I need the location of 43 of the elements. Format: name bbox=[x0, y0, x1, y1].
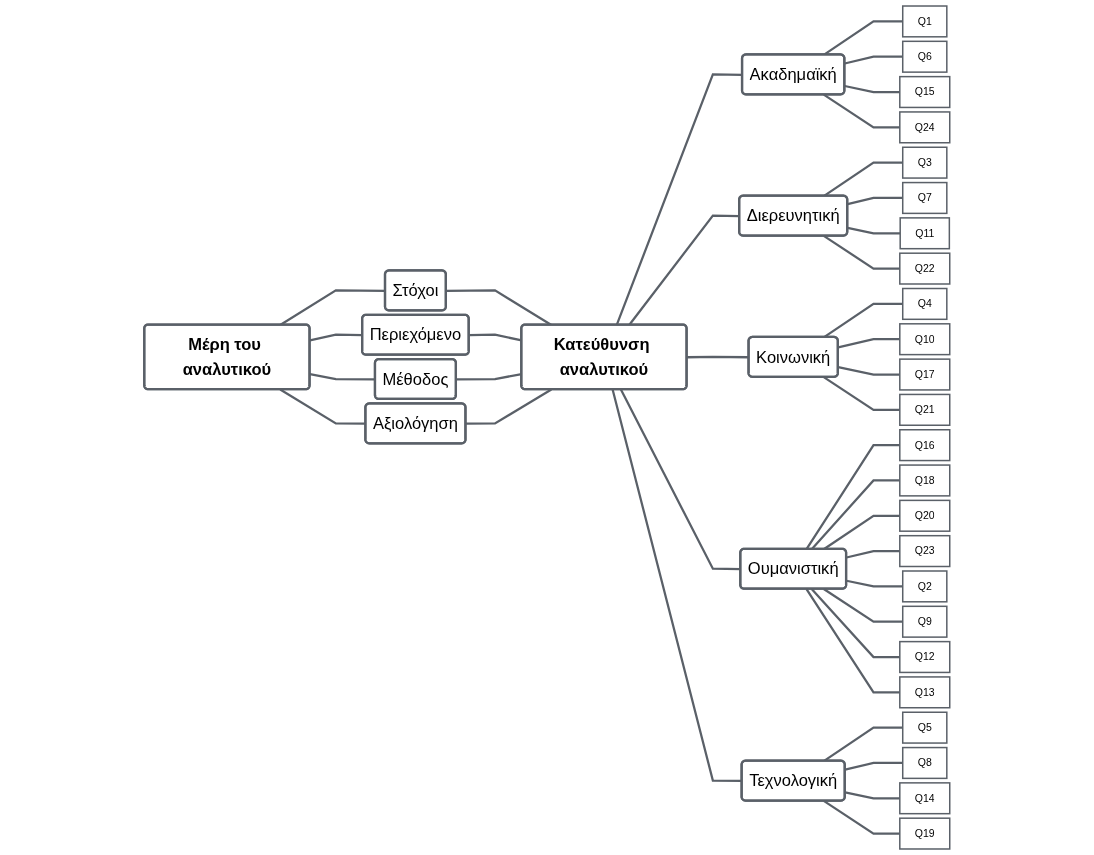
node-box: Q21 bbox=[899, 393, 951, 426]
node-box: Q4 bbox=[902, 287, 948, 321]
connector bbox=[469, 333, 522, 342]
node-box: Q12 bbox=[899, 640, 951, 674]
connector bbox=[844, 761, 903, 771]
connector bbox=[844, 84, 900, 94]
node-box: Q23 bbox=[899, 534, 951, 568]
node-box: Q14 bbox=[899, 782, 951, 815]
connector bbox=[805, 588, 900, 694]
connector bbox=[846, 579, 903, 588]
node-box: Q10 bbox=[899, 323, 951, 356]
connector bbox=[810, 588, 900, 659]
node-box: Q9 bbox=[902, 605, 948, 638]
node-box: Q5 bbox=[902, 711, 948, 744]
node-box: Q7 bbox=[902, 181, 948, 215]
connector bbox=[309, 333, 363, 342]
connector bbox=[844, 791, 900, 800]
node-box: Q17 bbox=[899, 358, 951, 391]
node-box: Q19 bbox=[899, 817, 951, 850]
connector bbox=[846, 549, 900, 559]
connector bbox=[837, 365, 900, 376]
connector bbox=[847, 196, 903, 206]
node-box: Q3 bbox=[902, 146, 948, 179]
node-box: Q15 bbox=[899, 75, 951, 109]
node-box: Q2 bbox=[902, 570, 948, 603]
node-box: Q13 bbox=[899, 676, 951, 709]
connector bbox=[619, 389, 741, 571]
node-box: Q1 bbox=[902, 5, 948, 38]
connector bbox=[456, 372, 522, 381]
node-box: Q6 bbox=[902, 40, 948, 73]
connector bbox=[686, 355, 749, 359]
node-box: Q16 bbox=[899, 429, 951, 462]
connector bbox=[837, 338, 900, 349]
node-box: Q22 bbox=[899, 252, 951, 285]
connector bbox=[847, 226, 901, 235]
node-box: Q18 bbox=[899, 464, 951, 497]
node-box: Q11 bbox=[899, 217, 951, 250]
node-box: Q20 bbox=[899, 499, 951, 532]
node-box: Q24 bbox=[899, 111, 951, 144]
connector bbox=[823, 376, 900, 411]
connector bbox=[823, 588, 903, 623]
connector bbox=[844, 55, 903, 65]
node-box: Q8 bbox=[902, 746, 948, 780]
